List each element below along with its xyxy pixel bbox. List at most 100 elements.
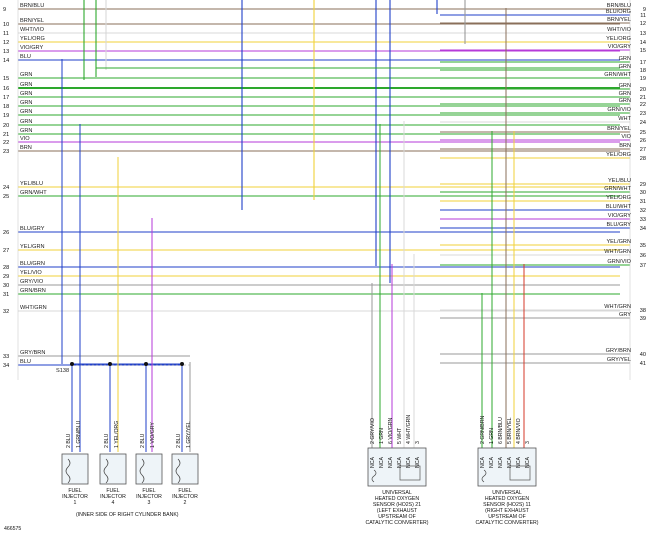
injector-caption: 4 — [112, 500, 115, 506]
row-number-right: 39 — [640, 316, 646, 322]
row-number-left: 33 — [3, 354, 9, 360]
row-number-left: 32 — [3, 309, 9, 315]
wire-label-right: GRN — [619, 64, 631, 70]
wire-label-left: BLU — [20, 54, 31, 60]
sensor-caption: SENSOR (HO2S) 11 — [483, 502, 531, 508]
wire-label-right: GRY/YEL — [607, 357, 631, 363]
wire-label-left: GRN — [20, 109, 32, 115]
label-layer: 9BRN/BLU10BRN/YEL11WHT/VIO12YEL/ORG13VIO… — [3, 3, 646, 369]
wire-label-right: GRN/VIO — [607, 107, 631, 113]
row-number-left: 27 — [3, 248, 9, 254]
sensor-caption: SENSOR (HO2S) 21 — [373, 502, 421, 508]
wire-label-right: YEL/ORG — [606, 152, 631, 158]
figure-id: 466575 — [4, 526, 21, 532]
pin-label: 3 — [415, 441, 421, 444]
injector-caption: 2 — [184, 500, 187, 506]
wire-label-right: GRN — [619, 91, 631, 97]
row-number-left: 14 — [3, 58, 9, 64]
wire-label-left: BRN/YEL — [20, 18, 44, 24]
row-number-right: 24 — [640, 120, 646, 126]
wire-label-left: GRN — [20, 119, 32, 125]
row-number-right: 41 — [640, 361, 646, 367]
wire-label-left: GRN/BRN — [20, 288, 46, 294]
nca-label: NCA — [489, 457, 495, 468]
pin-label: 1 GRN — [489, 428, 495, 444]
wire-label-right: BLU/WHT — [606, 204, 632, 210]
wire-label-left: YEL/ORG — [20, 36, 45, 42]
pin-label: 2 BLU — [104, 433, 110, 448]
injector-body — [61, 453, 89, 485]
wire-label-right: YEL/ORG — [606, 36, 631, 42]
nca-label: NCA — [406, 457, 412, 468]
wire-label-right: GRN — [619, 83, 631, 89]
coil-icon — [103, 458, 109, 484]
row-number-right: 37 — [640, 263, 646, 269]
pin-label: 1 GRY/YEL — [186, 421, 192, 448]
wire-label-right: VIO/GRY — [608, 213, 631, 219]
injector-caption: INJECTOR — [172, 494, 198, 500]
wire-label-left: BLU/GRN — [20, 261, 45, 267]
sensor-caption: (LEFT EXHAUST — [377, 508, 418, 514]
injector-caption: INJECTOR — [62, 494, 88, 500]
row-number-left: 20 — [3, 123, 9, 129]
row-number-left: 9 — [3, 7, 6, 13]
row-number-left: 15 — [3, 76, 9, 82]
pin-label: 2 GRY/VIO — [370, 418, 376, 444]
wire-label-left: BLU — [20, 359, 31, 365]
row-number-right: 34 — [640, 226, 646, 232]
injector-body — [99, 453, 127, 485]
row-number-left: 22 — [3, 140, 9, 146]
wire-label-right: GRY/BRN — [606, 348, 631, 354]
wire-label-left: BLU/GRY — [20, 226, 45, 232]
injector-body — [171, 453, 199, 485]
row-number-left: 26 — [3, 230, 9, 236]
row-number-left: 23 — [3, 149, 9, 155]
nca-label: NCA — [388, 457, 394, 468]
splice-label: S138 — [56, 368, 69, 374]
sensor-element — [509, 465, 531, 481]
pin-label: 1 GRN — [379, 428, 385, 444]
injector-caption: FUEL — [178, 488, 191, 494]
row-number-right: 29 — [640, 182, 646, 188]
wire-label-left: GRN — [20, 72, 32, 78]
wire-label-left: BRN — [20, 145, 32, 151]
row-number-right: 12 — [640, 21, 646, 27]
wire-label-left: VIO — [20, 136, 30, 142]
row-number-right: 38 — [640, 308, 646, 314]
row-number-left: 16 — [3, 86, 9, 92]
injector-caption: INJECTOR — [100, 494, 126, 500]
sensor-caption: HEATED OXYGEN — [375, 496, 420, 502]
row-number-right: 17 — [640, 60, 646, 66]
pin-label: 2 GRN/BRN — [480, 415, 486, 444]
row-number-right: 27 — [640, 147, 646, 153]
wire-label-right: BRN/YEL — [607, 126, 631, 132]
row-number-left: 25 — [3, 194, 9, 200]
nca-label: NCA — [480, 457, 486, 468]
wire-label-right: WHT/GRN — [604, 304, 631, 310]
sensor-caption: UPSTREAM OF — [488, 514, 525, 520]
row-number-right: 35 — [640, 243, 646, 249]
wire-label-right: GRN/VIO — [607, 259, 631, 265]
row-number-right: 23 — [640, 111, 646, 117]
row-number-left: 31 — [3, 292, 9, 298]
wire-label-right: BRN/BLU — [607, 3, 631, 9]
injector-caption: 3 — [148, 500, 151, 506]
nca-label: NCA — [415, 457, 421, 468]
injector-caption: FUEL — [68, 488, 81, 494]
nca-label: NCA — [379, 457, 385, 468]
wire-label-right: YEL/ORG — [606, 195, 631, 201]
splice-dot — [180, 362, 184, 366]
wire-label-left: YEL/GRN — [20, 244, 45, 250]
wire-label-right: VIO/GRY — [608, 44, 631, 50]
injector-caption: FUEL — [142, 488, 155, 494]
splice-dot — [144, 362, 148, 366]
sensor-caption: CATALYTIC CONVERTER) — [365, 520, 428, 526]
sensor-caption: UNIVERSAL — [492, 490, 522, 496]
row-number-left: 18 — [3, 104, 9, 110]
pin-label: 2 BLU — [66, 433, 72, 448]
sensor-caption: HEATED OXYGEN — [485, 496, 530, 502]
row-number-right: 25 — [640, 130, 646, 136]
row-number-left: 19 — [3, 113, 9, 119]
